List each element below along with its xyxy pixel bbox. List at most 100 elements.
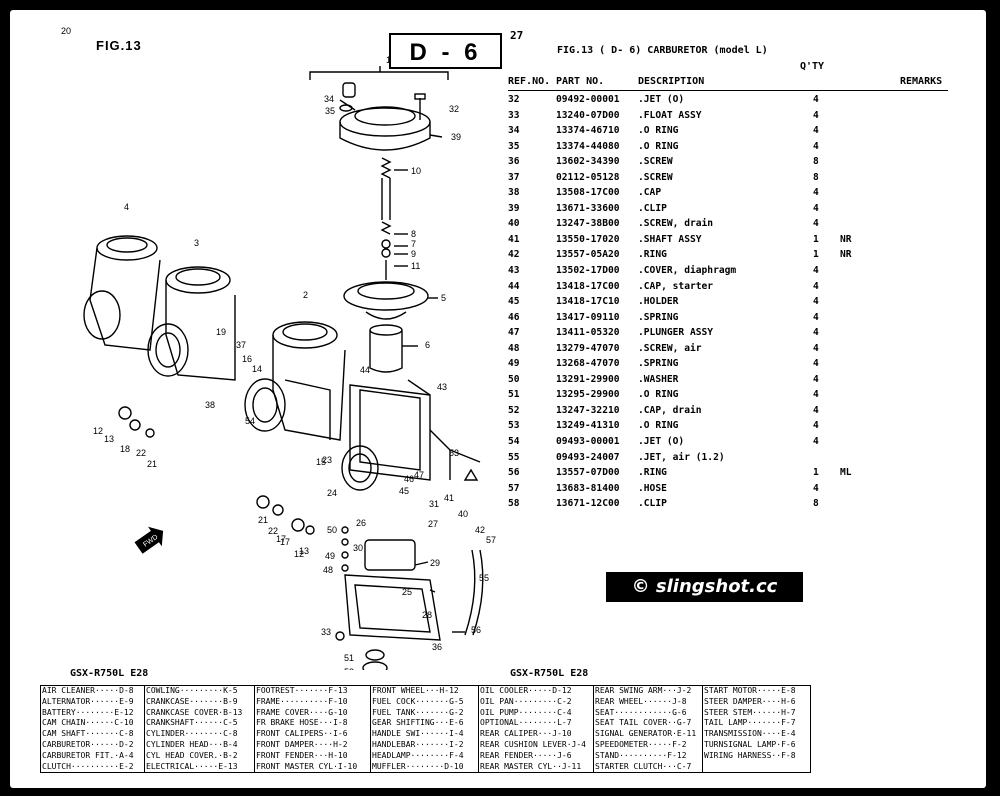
qty-heading: Q'TY <box>800 61 825 72</box>
part-ref-no: 49 <box>508 358 520 370</box>
callout-number: 26 <box>356 518 366 528</box>
part-description: .HOSE <box>638 482 667 494</box>
part-number: 13240-07D00 <box>556 109 620 121</box>
callout-number: 42 <box>475 525 485 535</box>
part-qty: 4 <box>813 358 819 370</box>
index-entry: OIL PAN·········C-2 <box>480 696 572 706</box>
callout-number: 7 <box>411 239 416 249</box>
part-description: .JET (O) <box>638 94 685 105</box>
callout-number: 30 <box>353 543 363 553</box>
part-ref-no: 39 <box>508 202 520 214</box>
part-ref-no: 58 <box>508 498 520 510</box>
part-number: 13295-29900 <box>556 389 620 401</box>
part-number: 13550-17020 <box>556 233 620 245</box>
part-number: 09493-24007 <box>556 451 620 463</box>
part-number: 13671-33600 <box>556 202 620 214</box>
index-entry: FRONT FENDER···H-10 <box>256 750 348 760</box>
index-entry: HANDLE SWI······I-4 <box>372 729 464 739</box>
diaphragm-icon <box>343 281 429 320</box>
index-entry: CAM CHAIN······C-10 <box>42 718 134 728</box>
part-number: 13247-32210 <box>556 404 620 416</box>
part-qty: 4 <box>813 218 819 230</box>
part-number: 13247-38B00 <box>556 218 620 230</box>
part-qty: 4 <box>813 389 819 401</box>
part-description: .PLUNGER ASSY <box>638 327 714 339</box>
index-entry: CAM SHAFT·······C-8 <box>42 729 134 739</box>
index-entry: MUFFLER········D-10 <box>372 761 464 771</box>
part-number: 13557-05A20 <box>556 249 620 261</box>
part-number: 13279-47070 <box>556 342 620 354</box>
float-bowl-icon <box>344 539 441 670</box>
callout-number: 48 <box>323 565 333 575</box>
callout-number: 24 <box>327 488 337 498</box>
index-entry: STEER DAMPER····H-6 <box>704 696 796 706</box>
index-entry: CARBURETOR FIT.·A-4 <box>42 750 134 760</box>
part-qty: 4 <box>813 420 819 432</box>
index-entry: OPTIONAL········L-7 <box>480 718 572 728</box>
index-entry: REAR WHEEL······J-8 <box>595 696 687 706</box>
index-entry: ELECTRICAL·····E-13 <box>146 761 238 771</box>
carburetor-body-3-icon <box>147 266 236 381</box>
part-description: .SPRING <box>638 358 679 370</box>
callout-number: 31 <box>429 499 439 509</box>
part-description: .SCREW <box>638 171 673 183</box>
part-qty: 8 <box>813 156 819 168</box>
part-ref-no: 44 <box>508 280 520 292</box>
index-entry: FRONT CALIPERS··I-6 <box>256 729 348 739</box>
index-entry: OIL PUMP········C-4 <box>480 707 572 717</box>
callout-number: 50 <box>327 525 337 535</box>
part-remarks: NR <box>840 233 852 245</box>
index-entry: TURNSIGNAL LAMP·F-6 <box>704 739 796 749</box>
callout-number: 22 <box>268 526 278 536</box>
part-ref-no: 33 <box>508 109 520 121</box>
part-number: 02112-05128 <box>556 171 620 183</box>
callout-number: 47 <box>414 470 424 480</box>
index-entry: REAR SWING ARM···J-2 <box>595 686 692 695</box>
index-entry: REAR CUSHION LEVER·J-4 <box>480 739 586 749</box>
part-ref-no: 56 <box>508 467 520 479</box>
index-entry: TAIL LAMP·······F-7 <box>704 718 796 728</box>
part-qty: 4 <box>813 404 819 416</box>
part-number: 13418-17C10 <box>556 296 620 308</box>
part-description: .O RING <box>638 420 679 432</box>
part-ref-no: 41 <box>508 233 520 245</box>
callout-number: 2 <box>303 290 308 300</box>
index-entry: REAR CALIPER···J-10 <box>480 729 572 739</box>
part-number: 13508-17C00 <box>556 187 620 199</box>
index-entry: FRONT DAMPER····H-2 <box>256 739 348 749</box>
callout-number: 19 <box>216 327 226 337</box>
carburetor-body-2-icon <box>244 321 346 441</box>
part-ref-no: 43 <box>508 265 520 277</box>
part-description: .O RING <box>638 125 679 137</box>
index-entry: HANDLEBAR·······I-2 <box>372 739 464 749</box>
part-qty: 1 <box>813 467 819 479</box>
index-entry: BATTERY········E-12 <box>42 707 134 717</box>
callout-number: 3 <box>194 238 199 248</box>
callout-number: 36 <box>432 642 442 652</box>
callout-number: 27 <box>428 519 438 529</box>
callout-number: 52 <box>344 667 354 670</box>
part-number: 13683-81400 <box>556 482 620 494</box>
part-number: 13671-12C00 <box>556 498 620 510</box>
index-entry: CARBURETOR······D-2 <box>42 739 134 749</box>
callout-number: 17 <box>276 534 286 544</box>
part-ref-no: 38 <box>508 187 520 199</box>
callout-number: 54 <box>245 416 255 426</box>
callout-number: 33 <box>321 627 331 637</box>
part-ref-no: 48 <box>508 342 520 354</box>
part-qty: 1 <box>813 233 819 245</box>
part-description: .SCREW, drain <box>638 218 714 230</box>
callout-number: 21 <box>147 459 157 469</box>
part-ref-no: 57 <box>508 482 520 494</box>
